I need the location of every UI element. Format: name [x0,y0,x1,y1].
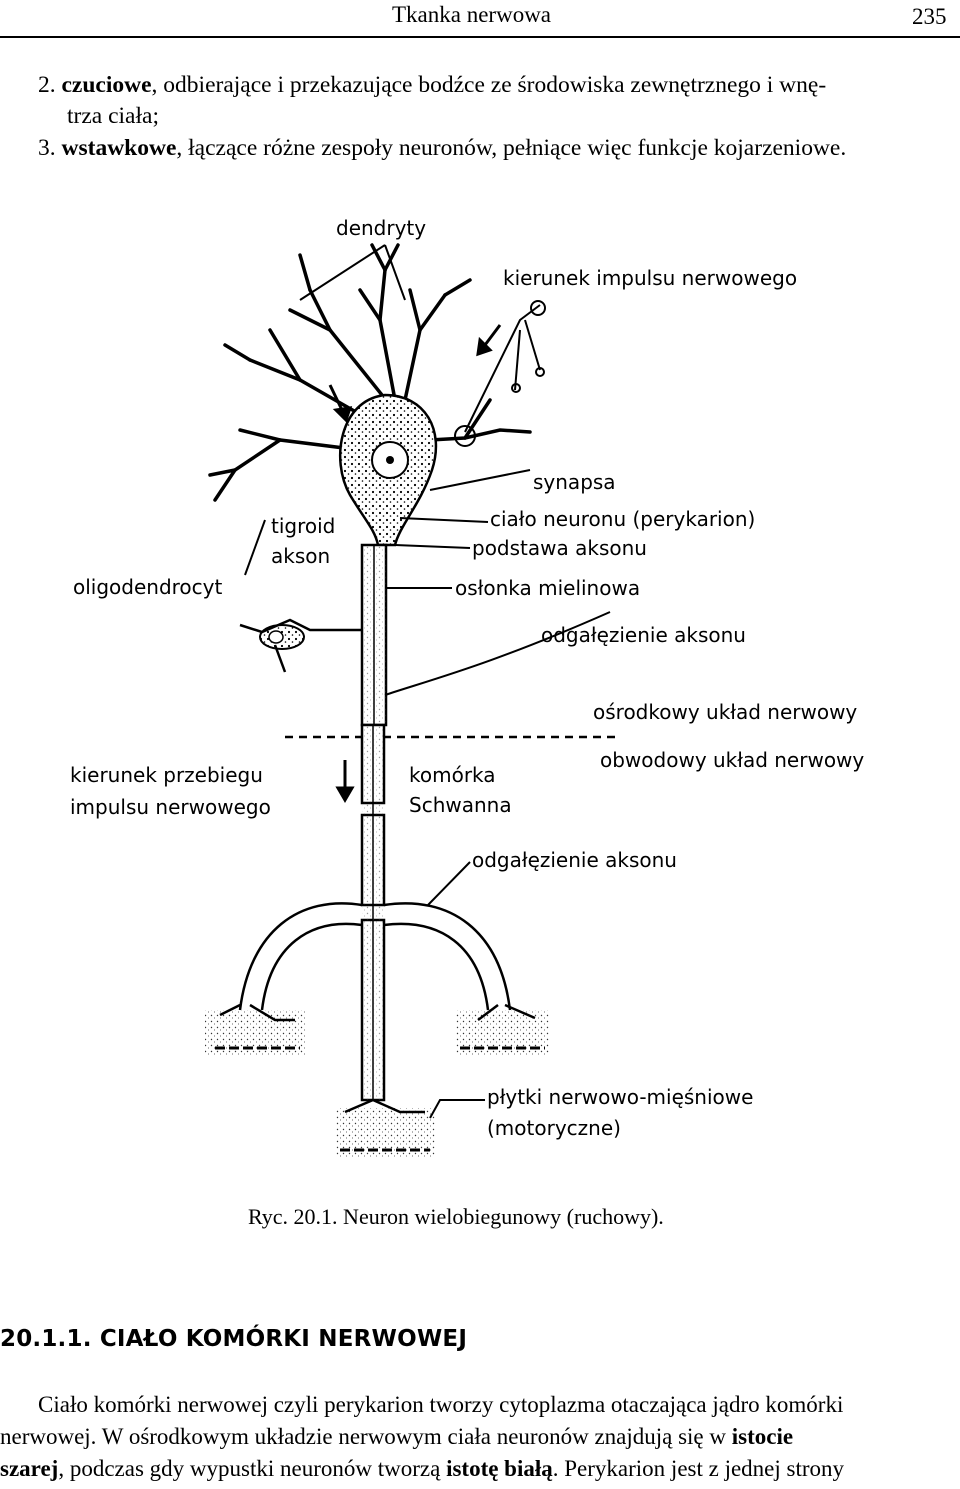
plates-pointer [429,1099,485,1119]
list-item-text: , łączące różne zespoły neuronów, pełnią… [176,135,847,161]
section-heading: 20.1.1. CIAŁO KOMÓRKI NERWOWEJ [0,1326,468,1352]
motor-end-plates [205,1003,550,1158]
list-item-2-continuation: trza ciała; [67,103,159,129]
label-plytki-2: (motoryczne) [487,1116,621,1140]
axon-collateral [384,611,611,696]
label-kierunek-przebiegu-2: impulsu nerwowego [70,795,271,819]
impulse-arrows [328,324,502,803]
list-item-number: 2. [38,72,56,98]
label-cialo-neuronu: ciało neuronu (perykarion) [490,507,756,531]
presynaptic-fibers [454,300,546,447]
label-plytki-1: płytki nerwowo-mięśniowe [487,1085,754,1109]
label-synapsa: synapsa [533,470,616,494]
list-item-term: czuciowe [61,72,152,98]
running-title: Tkanka nerwowa [392,2,552,27]
header-rule [0,36,960,38]
label-oligodendrocyt: oligodendrocyt [73,575,223,599]
term-szarej: szarej [0,1456,59,1481]
term-istocie: istocie [731,1424,794,1449]
axon-branches [238,902,512,1011]
dendryty-pointer [299,244,406,301]
label-komorka-1: komórka [409,763,496,787]
body-text: , podczas gdy wypustki neuronów tworzą [58,1456,447,1481]
label-akson: akson [271,544,331,568]
label-obwodowy-uklad: obwodowy układ nerwowy [600,748,865,772]
body-line-3: szarej, podczas gdy wypustki neuronów tw… [0,1456,844,1482]
label-odgalezienie-aksonu-1: odgałęzienie aksonu [541,623,746,647]
label-dendryty: dendryty [336,216,427,240]
dendrites [208,243,532,502]
body-text: nerwowej. W ośrodkowym układzie nerwowym… [0,1424,732,1449]
label-tigroid: tigroid [271,514,336,538]
figure-caption: Ryc. 20.1. Neuron wielobiegunowy (ruchow… [248,1204,664,1229]
term-istote-biala: istotę białą [446,1456,553,1481]
label-komorka-2: Schwanna [409,793,512,817]
list-item-2: 2. czuciowe, odbierające i przekazujące … [38,69,826,101]
body-line-2: nerwowej. W ośrodkowym układzie nerwowym… [0,1424,793,1450]
label-kierunek-przebiegu-1: kierunek przebiegu [70,763,263,787]
label-pointers [244,469,531,589]
body-text: . Perykarion jest z jednej strony [552,1456,845,1481]
label-osrodkowy-uklad: ośrodkowy układ nerwowy [593,700,858,724]
label-kierunek-impulsu: kierunek impulsu nerwowego [503,266,798,290]
axon-pns [360,723,386,1102]
label-podstawa-aksonu: podstawa aksonu [472,536,647,560]
branch-pointer [427,861,471,906]
list-item-number: 3. [38,135,56,161]
axon-cns [360,543,388,727]
label-odgalezienie-aksonu-2: odgałęzienie aksonu [472,848,677,872]
list-item-term: wstawkowe [61,135,177,161]
body-line-1: Ciało komórki nerwowej czyli perykarion … [38,1392,844,1417]
list-item-text: , odbierające i przekazujące bodźce ze ś… [151,72,827,98]
oligodendrocyte [239,618,362,673]
page-number: 235 [912,4,947,29]
cell-body [338,393,438,547]
label-oslonka-mielinowa: osłonka mielinowa [455,576,641,600]
list-item-3: 3. wstawkowe, łączące różne zespoły neur… [38,132,846,164]
